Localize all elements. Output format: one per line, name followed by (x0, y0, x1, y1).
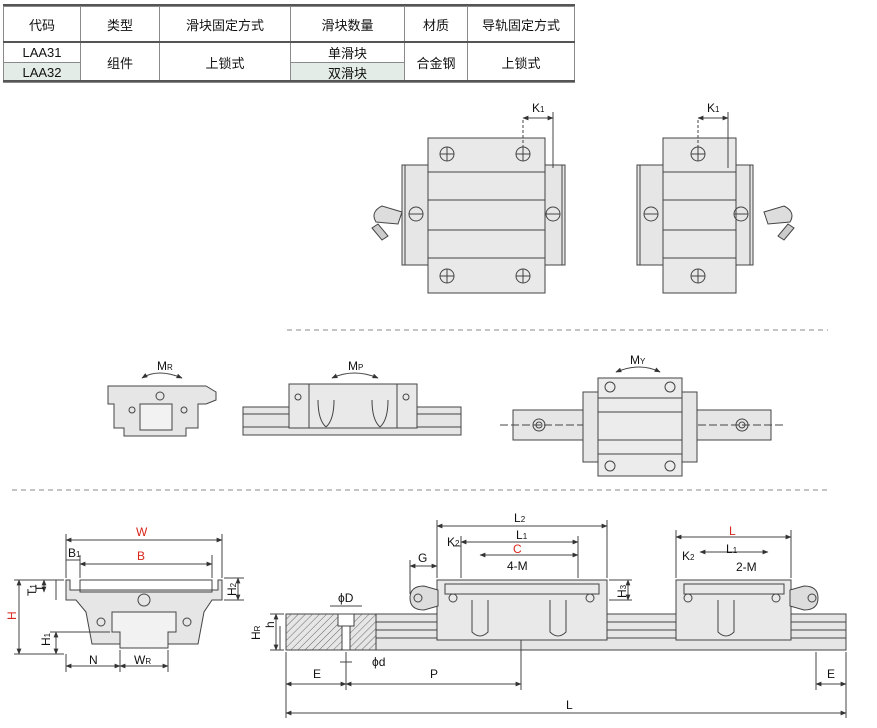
top-view-left (371, 112, 566, 294)
cell-block-mounting: 上锁式 (159, 41, 291, 83)
label-phi-d-lower: ϕd (372, 655, 385, 669)
cell-rail-mounting: 上锁式 (467, 41, 575, 83)
label-t: T (33, 584, 47, 592)
label-b: B (137, 549, 145, 563)
front-section-view (14, 534, 244, 672)
label-h3: H3 (615, 584, 629, 598)
label-mr: MR (157, 359, 173, 373)
header-block-mounting: 滑块固定方式 (159, 6, 291, 43)
label-wr: WR (134, 653, 151, 667)
label-k2-left: K2 (447, 535, 460, 549)
label-mp: MP (348, 359, 363, 373)
label-2m: 2-M (736, 560, 757, 574)
side-view (270, 520, 847, 718)
spec-table: 代码 类型 滑块固定方式 滑块数量 材质 导轨固定方式 LAA31 组件 上锁式… (3, 6, 575, 83)
label-l-total: L (566, 698, 573, 712)
moment-pitch-view (242, 372, 462, 436)
cell-type: 组件 (80, 41, 160, 83)
label-g: G (418, 551, 427, 565)
label-w: W (136, 525, 148, 539)
label-t1: T1 (25, 584, 39, 596)
label-k1-right: K1 (707, 101, 720, 115)
table-top-rule (3, 4, 575, 6)
moment-yaw-view (500, 366, 785, 477)
table-header-row: 代码 类型 滑块固定方式 滑块数量 材质 导轨固定方式 (3, 6, 575, 43)
label-phi-d-upper: ϕD (338, 591, 354, 605)
table-bottom-rule (3, 80, 575, 82)
label-h-small: h (263, 621, 277, 628)
moment-roll-view (107, 372, 217, 437)
label-c: C (513, 542, 522, 556)
label-hr: HR (249, 625, 263, 640)
top-view-right (636, 112, 795, 294)
header-material: 材质 (404, 6, 468, 43)
header-code: 代码 (3, 6, 81, 43)
label-b1: B1 (68, 546, 81, 560)
label-e-right: E (827, 667, 835, 681)
label-l1-right: L1 (726, 542, 738, 556)
label-p: P (430, 667, 438, 681)
table-row: LAA31 组件 上锁式 单滑块 合金钢 上锁式 (3, 41, 575, 83)
label-n: N (89, 653, 98, 667)
header-block-count: 滑块数量 (290, 6, 405, 43)
label-4m: 4-M (507, 559, 528, 573)
label-h2: H2 (225, 582, 239, 596)
cell-material: 合金钢 (404, 41, 468, 83)
label-l2: L2 (514, 511, 526, 525)
table-row: LAA32 双滑块 (3, 62, 575, 83)
cell-count: 双滑块 (290, 62, 405, 83)
label-l-red: L (729, 524, 736, 538)
label-k1-left: K1 (532, 101, 545, 115)
label-l1-left: L1 (516, 528, 528, 542)
label-my: MY (630, 353, 646, 367)
label-h: H (5, 611, 19, 620)
header-rail-mounting: 导轨固定方式 (467, 6, 575, 43)
label-e-left: E (313, 667, 321, 681)
label-h1: H1 (39, 632, 53, 646)
label-k2-right: K2 (682, 549, 695, 563)
cell-code: LAA32 (3, 62, 81, 83)
